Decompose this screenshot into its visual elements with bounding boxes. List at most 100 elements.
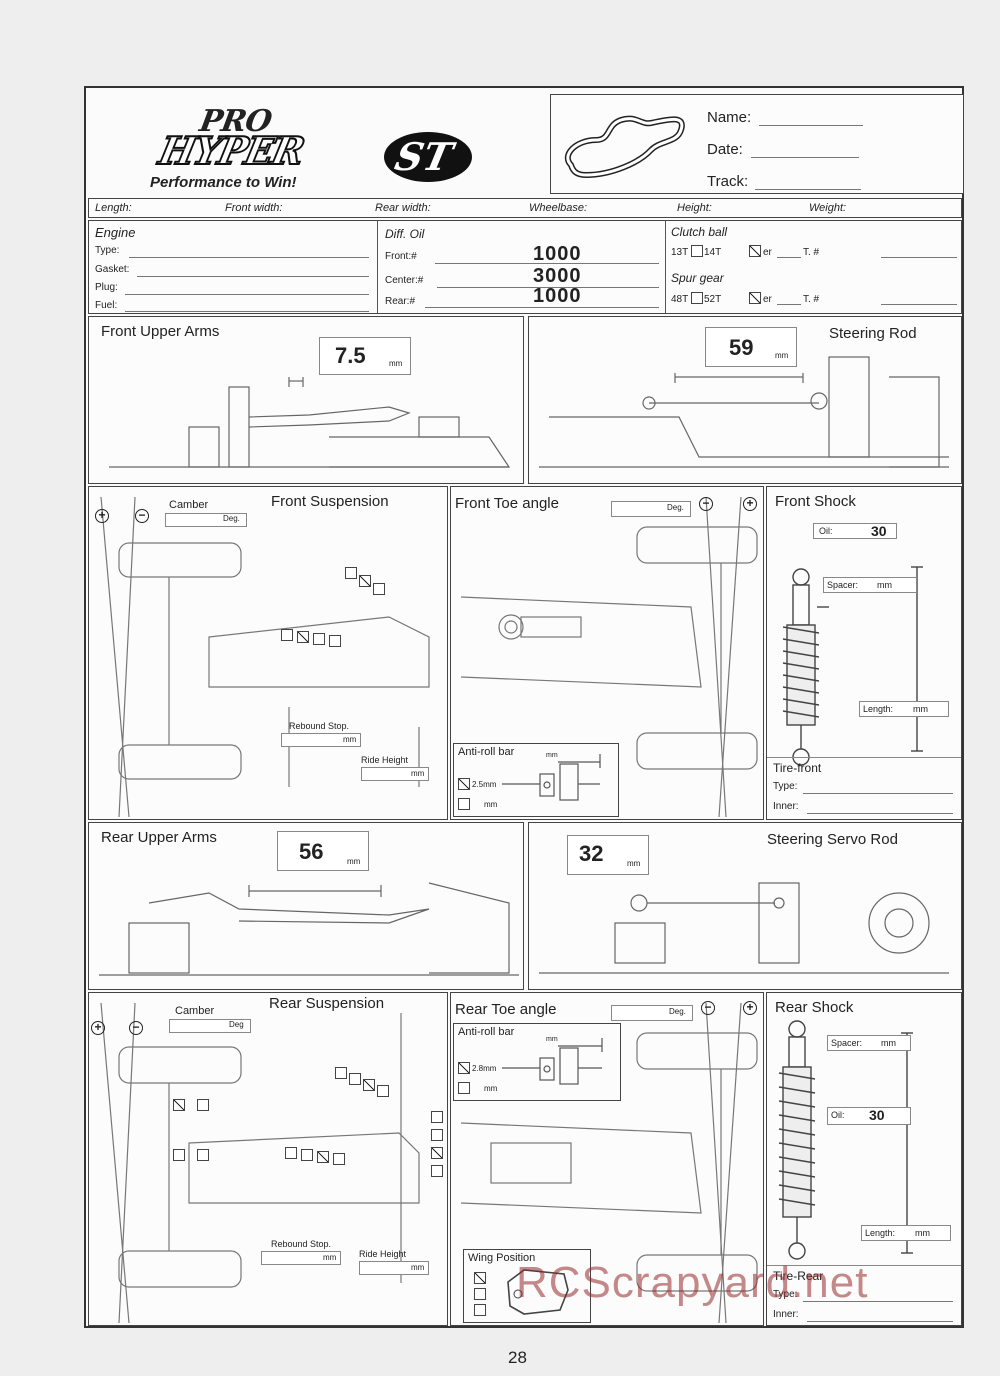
front-antiroll-opt1-checkbox[interactable] <box>458 778 470 790</box>
rear-susp-hole-3[interactable] <box>363 1079 375 1091</box>
steering-servo-rod-unit: mm <box>627 859 641 868</box>
steering-rod-value-box[interactable] <box>705 327 797 367</box>
fuel-field[interactable] <box>125 311 369 312</box>
rear-tire-type-field[interactable] <box>803 1301 953 1302</box>
rear-shock-length-box[interactable] <box>861 1225 951 1241</box>
minus-icon: − <box>135 509 149 523</box>
front-shock-oil-box[interactable] <box>813 523 897 539</box>
front-shock-spacer-box[interactable] <box>823 577 917 593</box>
clutch-13t-checkbox[interactable] <box>691 245 703 257</box>
rear-ride-height-field[interactable] <box>359 1261 429 1275</box>
front-upper-arms-value-box[interactable] <box>319 337 411 375</box>
wing-pos-2-checkbox[interactable] <box>474 1288 486 1300</box>
engine-type-field[interactable] <box>129 257 369 258</box>
wing-pos-1-checkbox[interactable] <box>474 1272 486 1284</box>
front-tire-inner-field[interactable] <box>807 813 953 814</box>
clutch-title: Clutch ball <box>671 225 728 239</box>
divider <box>377 221 378 313</box>
name-field[interactable] <box>759 125 863 126</box>
weight-label: Weight: <box>809 202 847 214</box>
front-ride-height-field[interactable] <box>361 767 429 781</box>
front-susp-hole-1[interactable] <box>345 567 357 579</box>
rear-shock-oil-label: Oil: <box>831 1110 845 1120</box>
front-susp-hole-2[interactable] <box>359 575 371 587</box>
clutch-t: T. # <box>803 247 820 258</box>
rear-toe-title: Rear Toe angle <box>455 1001 557 1018</box>
rear-camber-deg: Deg <box>229 1020 244 1029</box>
rear-susp-arm-hole-2[interactable] <box>301 1149 313 1161</box>
spur-other-field[interactable] <box>777 304 801 305</box>
spur-t-field[interactable] <box>881 304 957 305</box>
rear-hub-hole-1[interactable] <box>173 1099 185 1111</box>
front-camber-label: Camber <box>169 499 209 511</box>
clutch-t-field[interactable] <box>881 257 957 258</box>
rear-upper-arm-diagram <box>99 882 519 976</box>
rear-link-hole-2[interactable] <box>431 1129 443 1141</box>
spur-48t-checkbox[interactable] <box>691 292 703 304</box>
rear-susp-arm-hole-1[interactable] <box>285 1147 297 1159</box>
rear-susp-hole-1[interactable] <box>335 1067 347 1079</box>
rear-shock-oil-value: 30 <box>869 1107 885 1123</box>
steering-rod-unit: mm <box>775 351 789 360</box>
rear-rebound-field[interactable] <box>261 1251 341 1265</box>
height-label: Height: <box>677 202 712 214</box>
front-shock-length-box[interactable] <box>859 701 949 717</box>
front-susp-arm-hole-2[interactable] <box>297 631 309 643</box>
gasket-field[interactable] <box>137 276 369 277</box>
clutch-other-field[interactable] <box>777 257 801 258</box>
date-label: Date: <box>707 141 743 158</box>
diff-front-field[interactable] <box>435 263 659 264</box>
wing-pos-3-checkbox[interactable] <box>474 1304 486 1316</box>
rear-upper-arms-panel: Rear Upper Arms 56 mm <box>88 822 524 990</box>
rear-tire-inner-field[interactable] <box>807 1321 953 1322</box>
diff-center-field[interactable] <box>437 287 659 288</box>
divider <box>767 1265 961 1266</box>
diff-center-value: 3000 <box>533 265 582 287</box>
rear-susp-arm-hole-4[interactable] <box>333 1153 345 1165</box>
front-rebound-field[interactable] <box>281 733 361 747</box>
wing-position-box: Wing Position <box>463 1249 591 1323</box>
front-tire-type-field[interactable] <box>803 793 953 794</box>
rear-ride-height-unit: mm <box>411 1263 425 1272</box>
rear-rebound-unit: mm <box>323 1253 337 1262</box>
rear-antiroll-opt1-checkbox[interactable] <box>458 1062 470 1074</box>
rear-hub-hole-4[interactable] <box>197 1149 209 1161</box>
rear-upper-arms-title: Rear Upper Arms <box>101 829 217 846</box>
rear-link-hole-1[interactable] <box>431 1111 443 1123</box>
rear-hub-hole-2[interactable] <box>197 1099 209 1111</box>
wing-icon <box>507 1269 569 1315</box>
rear-hub-hole-3[interactable] <box>173 1149 185 1161</box>
rear-upper-arms-value: 56 <box>299 839 324 864</box>
front-susp-arm-hole-1[interactable] <box>281 629 293 641</box>
date-field[interactable] <box>751 157 859 158</box>
antiroll-bar-icon <box>502 754 601 801</box>
steering-servo-rod-value-box[interactable] <box>567 835 649 875</box>
logo-st: ST <box>391 134 457 179</box>
clutch-other-checkbox[interactable] <box>749 245 761 257</box>
rear-antiroll-opt2-checkbox[interactable] <box>458 1082 470 1094</box>
rear-toe-field[interactable] <box>611 1005 693 1021</box>
spur-other-checkbox[interactable] <box>749 292 761 304</box>
front-camber-field[interactable] <box>165 513 247 527</box>
rear-susp-hole-4[interactable] <box>377 1085 389 1097</box>
steering-servo-rod-value: 32 <box>579 841 604 866</box>
front-upper-arms-value: 7.5 <box>335 343 366 368</box>
track-field[interactable] <box>755 189 861 190</box>
rear-link-hole-4[interactable] <box>431 1165 443 1177</box>
rear-camber-field[interactable] <box>169 1019 251 1033</box>
front-susp-hole-3[interactable] <box>373 583 385 595</box>
rear-susp-hole-2[interactable] <box>349 1073 361 1085</box>
rear-shock-spacer-box[interactable] <box>827 1035 911 1051</box>
front-antiroll-opt2-checkbox[interactable] <box>458 798 470 810</box>
diff-rear-field[interactable] <box>425 307 659 308</box>
front-susp-arm-hole-4[interactable] <box>329 635 341 647</box>
rear-upper-arms-value-box[interactable] <box>277 831 369 871</box>
rear-link-hole-3[interactable] <box>431 1147 443 1159</box>
rear-shock-oil-box[interactable] <box>827 1107 911 1125</box>
plug-field[interactable] <box>125 294 369 295</box>
front-susp-arm-hole-3[interactable] <box>313 633 325 645</box>
front-toe-field[interactable] <box>611 501 691 517</box>
minus-icon: − <box>699 497 713 511</box>
rear-susp-arm-hole-3[interactable] <box>317 1151 329 1163</box>
page-number: 28 <box>508 1348 527 1367</box>
